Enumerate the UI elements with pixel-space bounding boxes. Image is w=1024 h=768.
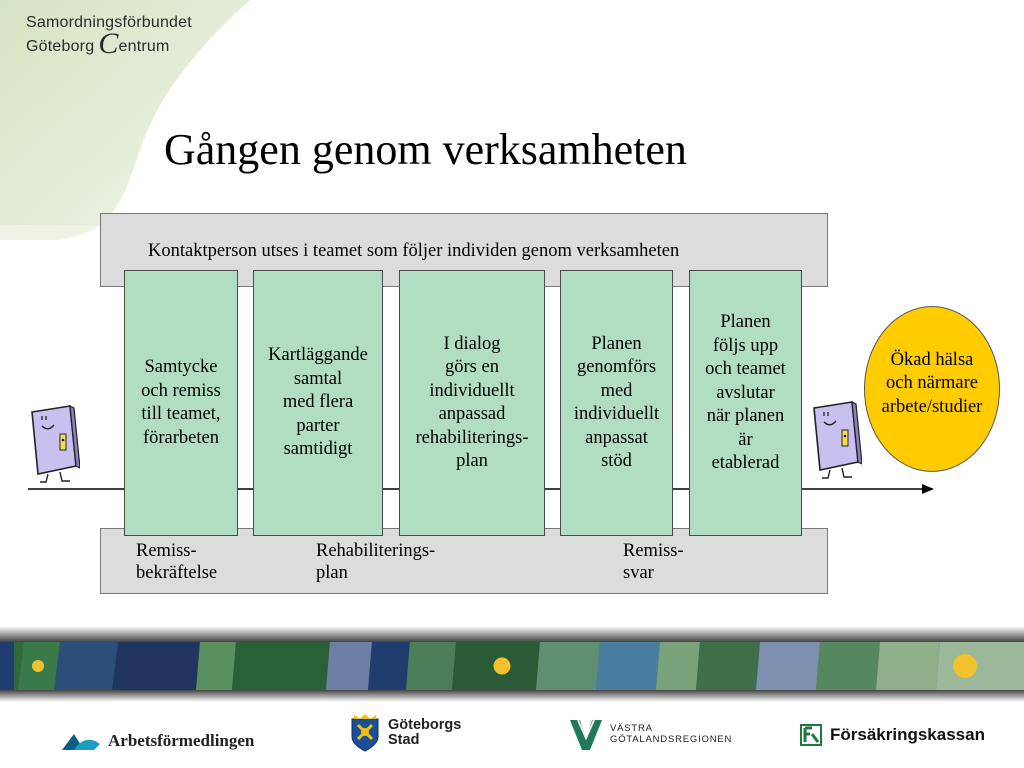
brand-city: Göteborg <box>26 38 95 55</box>
slide-title: Gången genom verksamheten <box>164 125 687 174</box>
step-text: Samtycke och remiss till teamet, förarbe… <box>141 357 221 448</box>
vastra-gotaland-mark-icon <box>570 719 602 750</box>
step-rehab-plan: I dialog görs en individuellt anpassad r… <box>399 270 545 536</box>
decorative-band <box>0 626 1024 702</box>
outcome-text: Ökad hälsa och närmare arbete/studier <box>881 349 983 417</box>
forsakringskassan-text: Försäkringskassan <box>830 725 985 744</box>
goteborgs-stad-line-1: Göteborgs <box>388 717 462 733</box>
bottom-label-remissvar: Remiss- svar <box>623 540 684 584</box>
brand-line-1: Samordningsförbundet <box>26 14 192 31</box>
bottom-label-line: Remiss- <box>623 541 684 561</box>
bottom-label-line: Remiss- <box>136 541 197 561</box>
forsakringskassan-mark-icon <box>800 724 822 746</box>
bottom-label-line: svar <box>623 563 654 583</box>
logo-goteborgs-stad: Göteborgs Stad <box>348 713 461 753</box>
bottom-label-remissbekraftelse: Remiss- bekräftelse <box>136 540 217 584</box>
step-mapping-conversation: Kartläggande samtal med flera parter sam… <box>253 270 383 536</box>
door-figure-icon <box>31 404 80 483</box>
brand-initial: C <box>98 27 119 60</box>
step-text: Kartläggande samtal med flera parter sam… <box>268 345 368 460</box>
step-consent-referral: Samtycke och remiss till teamet, förarbe… <box>124 270 238 536</box>
bottom-label-line: bekräftelse <box>136 563 218 583</box>
arbetsformedlingen-mark-icon <box>62 734 100 750</box>
goteborgs-stad-line-2: Stad <box>388 732 420 748</box>
logo-vastra-gotalandsregionen: VÄSTRA GÖTALANDSREGIONEN <box>568 716 732 752</box>
outcome-ellipse: Ökad hälsa och närmare arbete/studier <box>864 306 1000 472</box>
logo-forsakringskassan: Försäkringskassan <box>800 722 985 748</box>
step-text: Planen följs upp och teamet avslutar när… <box>705 312 786 473</box>
step-text: Planen genomförs med individuellt anpass… <box>573 333 660 472</box>
step-follow-up: Planen följs upp och teamet avslutar när… <box>689 270 802 536</box>
vastra-gotaland-line-1: VÄSTRA <box>610 723 653 734</box>
brand-suffix: entrum <box>118 38 170 55</box>
step-plan-implemented: Planen genomförs med individuellt anpass… <box>560 270 673 536</box>
step-text: I dialog görs en individuellt anpassad r… <box>415 333 529 472</box>
bottom-label-line: Rehabiliterings- <box>316 541 436 561</box>
documents-band <box>100 528 828 594</box>
vastra-gotaland-line-2: GÖTALANDSREGIONEN <box>610 734 733 745</box>
contact-person-text: Kontaktperson utses i teamet som följer … <box>148 241 680 261</box>
logo-arbetsformedlingen: Arbetsförmedlingen <box>60 728 254 754</box>
bottom-label-rehabplan: Rehabiliterings- plan <box>316 540 435 584</box>
goteborg-crest-icon <box>351 714 379 752</box>
door-figure-icon <box>813 400 862 479</box>
arbetsformedlingen-text: Arbetsförmedlingen <box>108 731 255 750</box>
bottom-label-line: plan <box>316 563 348 583</box>
